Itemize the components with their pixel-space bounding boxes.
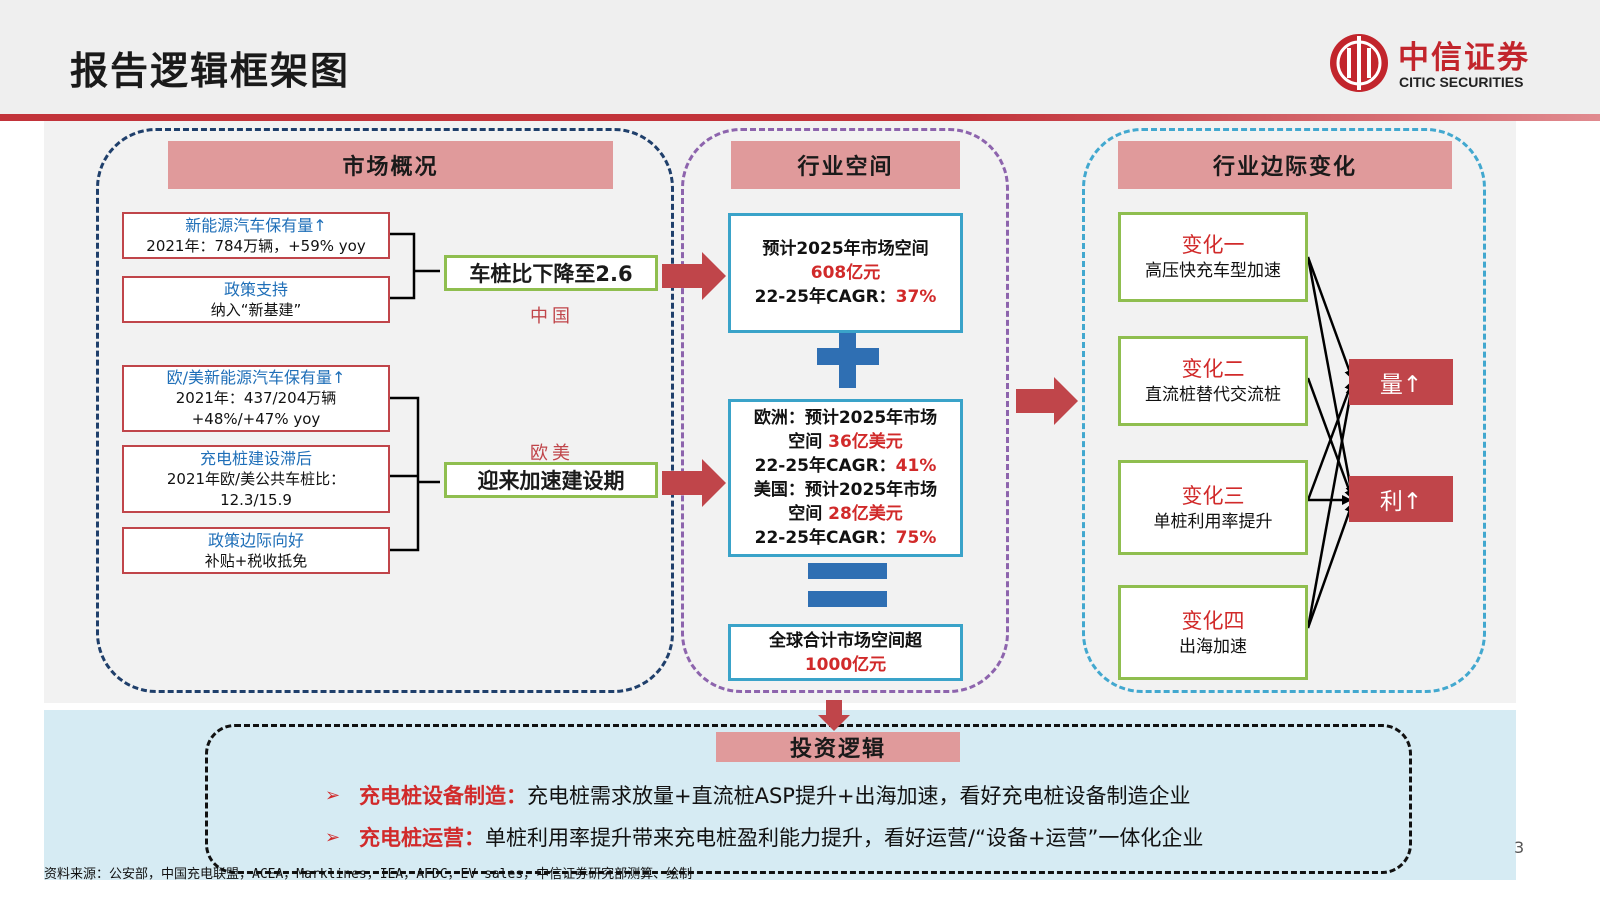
change-2-box: 变化二 直流桩替代交流桩 <box>1118 336 1308 426</box>
eu-charger-lag-title: 充电桩建设滞后 <box>199 448 312 468</box>
industry-space-group <box>681 128 1009 693</box>
page-number: 3 <box>1514 838 1525 857</box>
eu-charger-lag-desc1: 2021年欧/美公共车桩比： <box>166 469 346 488</box>
china-space-value: 608亿元 <box>810 263 881 283</box>
china-nev-ownership-desc: 2021年：784万辆，+59% yoy <box>146 236 366 255</box>
change-4-title: 变化四 <box>1181 608 1245 633</box>
eu-cagr-label: 22-25年CAGR： <box>754 456 896 476</box>
us-space-prefix: 空间 <box>788 504 829 524</box>
eu-region-label: 欧美 <box>530 443 574 464</box>
logo-english-name: CITIC SECURITIES <box>1399 74 1524 90</box>
header-divider <box>0 114 1600 121</box>
market-overview-heading: 市场概况 <box>168 141 613 189</box>
china-conclusion-box: 车桩比下降至2.6 <box>444 255 658 291</box>
china-policy-title: 政策支持 <box>223 279 288 299</box>
change-1-desc: 高压快充车型加速 <box>1145 261 1281 281</box>
china-market-space-box: 预计2025年市场空间 608亿元 22-25年CAGR：37% <box>728 213 963 333</box>
global-total-space-box: 全球合计市场空间超 1000亿元 <box>728 624 963 681</box>
china-cagr-value: 37% <box>895 287 937 307</box>
investment-logic-group <box>205 724 1412 874</box>
eu-charger-lag-desc2: 12.3/15.9 <box>220 490 292 509</box>
bullet-arrow-icon: ➢ <box>325 826 341 848</box>
change-4-desc: 出海加速 <box>1179 636 1247 657</box>
china-cagr-label: 22-25年CAGR： <box>754 287 896 307</box>
change-4-box: 变化四 出海加速 <box>1118 585 1308 680</box>
eu-space-line1: 欧洲：预计2025年市场 <box>753 408 938 428</box>
us-space-line1: 美国：预计2025年市场 <box>753 480 938 500</box>
industry-space-heading: 行业空间 <box>731 141 960 189</box>
volume-up-box: 量↑ <box>1349 359 1453 405</box>
change-3-desc: 单桩利用率提升 <box>1153 511 1273 532</box>
china-space-line1: 预计2025年市场空间 <box>762 239 929 259</box>
industry-change-group <box>1082 128 1486 693</box>
change-3-box: 变化三 单桩利用率提升 <box>1118 460 1308 555</box>
change-1-title: 变化一 <box>1181 233 1245 257</box>
change-1-box: 变化一 高压快充车型加速 <box>1118 212 1308 302</box>
global-total-value: 1000亿元 <box>804 654 887 675</box>
china-nev-ownership-title: 新能源汽车保有量↑ <box>185 215 327 235</box>
change-3-title: 变化三 <box>1181 483 1245 508</box>
investment-line-operation: ➢ 充电桩运营： 单桩利用率提升带来充电桩盈利能力提升，看好运营/“设备+运营”… <box>325 822 1203 852</box>
profit-up-box: 利↑ <box>1349 476 1453 522</box>
industry-change-heading: 行业边际变化 <box>1118 141 1452 189</box>
overseas-market-space-box: 欧洲：预计2025年市场 空间 36亿美元 22-25年CAGR：41% 美国：… <box>728 399 963 557</box>
citic-logo-icon <box>1330 34 1388 92</box>
us-cagr-label: 22-25年CAGR： <box>754 528 896 548</box>
eu-policy-title: 政策边际向好 <box>207 530 304 550</box>
eu-cagr-value: 41% <box>895 456 937 476</box>
eu-nev-ownership-desc1: 2021年：437/204万辆 <box>175 389 337 407</box>
market-overview-group <box>96 128 674 693</box>
eu-policy-desc: 补贴+税收抵免 <box>204 551 308 570</box>
eu-conclusion-box: 迎来加速建设期 <box>444 462 658 498</box>
us-space-value: 28亿美元 <box>828 504 903 524</box>
investment-operation-text: 单桩利用率提升带来充电桩盈利能力提升，看好运营/“设备+运营”一体化企业 <box>485 826 1204 850</box>
china-policy-box: 政策支持 纳入“新基建” <box>122 276 390 323</box>
eu-nev-ownership-desc2: +48%/+47% yoy <box>191 410 321 428</box>
china-nev-ownership-box: 新能源汽车保有量↑ 2021年：784万辆，+59% yoy <box>122 212 390 259</box>
bullet-arrow-icon: ➢ <box>325 784 341 806</box>
logo-chinese-name: 中信证券 <box>1398 40 1530 76</box>
eu-nev-ownership-title: 欧/美新能源汽车保有量↑ <box>166 368 346 387</box>
eu-space-prefix: 空间 <box>788 432 829 452</box>
investment-line-equipment: ➢ 充电桩设备制造： 充电桩需求放量+直流桩ASP提升+出海加速，看好充电桩设备… <box>325 780 1191 810</box>
eu-charger-lag-box: 充电桩建设滞后 2021年欧/美公共车桩比： 12.3/15.9 <box>122 445 390 513</box>
eu-policy-box: 政策边际向好 补贴+税收抵免 <box>122 527 390 574</box>
investment-operation-key: 充电桩运营： <box>359 826 485 850</box>
china-policy-desc: 纳入“新基建” <box>210 300 302 319</box>
change-2-title: 变化二 <box>1181 357 1245 381</box>
investment-logic-heading: 投资逻辑 <box>716 732 960 762</box>
citic-logo: 中信证券 CITIC SECURITIES <box>1328 30 1578 96</box>
source-note: 资料来源：公安部，中国充电联盟，ACEA，Marklines，IEA，AFDC，… <box>44 867 693 882</box>
eu-space-value: 36亿美元 <box>828 432 903 452</box>
china-region-label: 中国 <box>530 306 574 327</box>
investment-equipment-key: 充电桩设备制造： <box>359 784 527 808</box>
page-title: 报告逻辑框架图 <box>70 49 351 93</box>
global-total-line1: 全球合计市场空间超 <box>769 630 922 651</box>
investment-equipment-text: 充电桩需求放量+直流桩ASP提升+出海加速，看好充电桩设备制造企业 <box>527 784 1191 808</box>
us-cagr-value: 75% <box>895 528 937 548</box>
eu-nev-ownership-box: 欧/美新能源汽车保有量↑ 2021年：437/204万辆 +48%/+47% y… <box>122 365 390 432</box>
change-2-desc: 直流桩替代交流桩 <box>1145 385 1281 405</box>
